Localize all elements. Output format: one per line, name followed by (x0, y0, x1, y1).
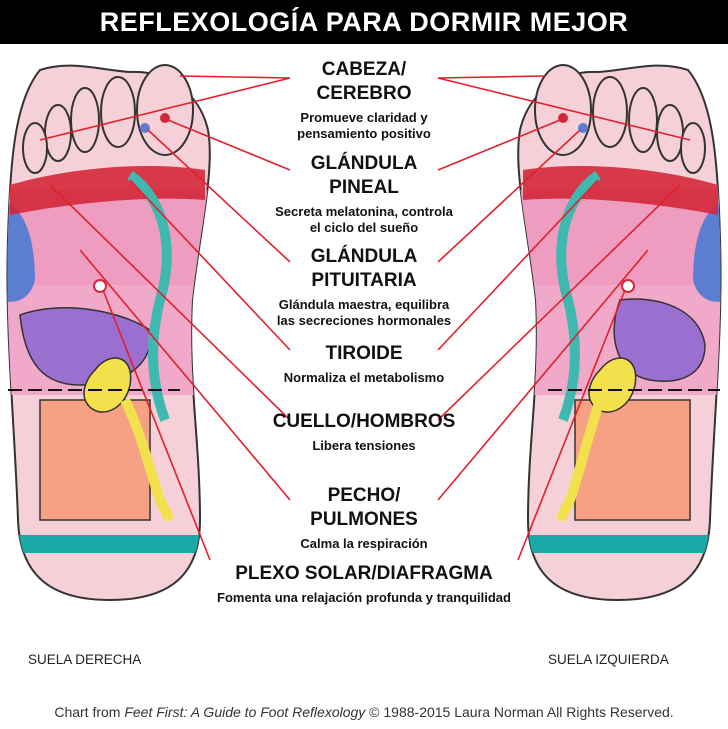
left-toe-3 (628, 87, 658, 153)
zone-name: GLÁNDULA PITUITARIA (310, 246, 418, 291)
zone-chest-lungs: PECHO/ PULMONES Calma la respiración (190, 484, 538, 552)
zone-description: Promueve claridad y pensamiento positivo (297, 110, 431, 141)
connector-line (129, 179, 291, 351)
left-toe-2 (592, 76, 628, 148)
connector-line (39, 77, 291, 141)
zone-description: Calma la respiración (300, 536, 428, 551)
right-gall-yellow (83, 357, 132, 413)
right-sole-label: SUELA DERECHA (28, 652, 142, 667)
zone-name: PECHO/ PULMONES (310, 485, 418, 530)
zone-description: Secreta melatonina, controla el ciclo de… (275, 204, 453, 235)
zone-description: Libera tensiones (312, 438, 416, 453)
left-sole (517, 64, 722, 602)
left-neck-band (523, 165, 718, 215)
right-big-toe (136, 64, 194, 156)
left-solar-plexus-dot (621, 279, 635, 293)
zone-name: CABEZA/ CEREBRO (316, 59, 412, 104)
connector-line (437, 119, 561, 171)
connector-line (179, 75, 291, 79)
right-shoulder (7, 200, 35, 302)
right-heel-band (7, 535, 210, 553)
zone-head-brain: CABEZA/ CEREBRO Promueve claridad y pens… (190, 58, 538, 142)
right-toe-2 (100, 76, 136, 148)
zone-description: Normaliza el metabolismo (283, 370, 445, 385)
connector-line (437, 179, 599, 351)
right-toe-3 (70, 87, 100, 153)
left-pineal-dot (558, 113, 568, 123)
left-shoulder (693, 200, 721, 302)
left-toe-5 (680, 122, 706, 174)
left-big-toe (534, 64, 592, 156)
right-yellow-duct (120, 397, 175, 523)
right-spine-teal (126, 170, 172, 422)
right-sole (6, 64, 211, 602)
connector-line (437, 184, 681, 421)
connector-line (437, 75, 546, 79)
connector-line (437, 129, 581, 263)
connector-line (102, 289, 211, 561)
zone-pituitary-gland: GLÁNDULA PITUITARIA Glándula maestra, eq… (190, 245, 538, 329)
connector-line (437, 249, 649, 501)
left-pituitary-dot (578, 123, 588, 133)
connector-line (167, 119, 291, 171)
zone-description: Glándula maestra, equilibra las secrecio… (276, 297, 452, 328)
right-pituitary-dot (140, 123, 150, 133)
zone-solar-plexus: PLEXO SOLAR/DIAFRAGMA Fomenta una relaja… (150, 562, 578, 606)
zone-thyroid: TIROIDE Normaliza el metabolismo (190, 342, 538, 386)
right-neck-band (10, 165, 205, 215)
page-title: REFLEXOLOGÍA PARA DORMIR MEJOR (0, 0, 728, 44)
zone-name: TIROIDE (325, 343, 403, 364)
right-pineal-dot (160, 113, 170, 123)
connector-line (517, 289, 626, 561)
connector-line (49, 184, 291, 421)
right-solar-plexus-dot (93, 279, 107, 293)
left-heel-band (518, 535, 721, 553)
connector-line (79, 249, 291, 501)
foot-reflexology-diagram (6, 64, 722, 602)
zone-name: CUELLO/HOMBROS (272, 411, 456, 432)
left-stomach (613, 298, 706, 382)
connector-lines (39, 75, 691, 561)
right-toe-5 (22, 122, 48, 174)
copyright-credit: Chart from Feet First: A Guide to Foot R… (0, 704, 728, 720)
zone-pineal-gland: GLÁNDULA PINEAL Secreta melatonina, cont… (190, 152, 538, 236)
zone-name: PLEXO SOLAR/DIAFRAGMA (235, 563, 493, 584)
credit-prefix: Chart from (54, 704, 125, 720)
credit-book-title: Feet First: A Guide to Foot Reflexology (124, 704, 366, 720)
left-spine-teal (556, 170, 602, 422)
connector-line (437, 77, 691, 141)
connector-line (147, 129, 291, 263)
zone-name: GLÁNDULA PINEAL (310, 153, 418, 198)
zone-description: Fomenta una relajación profunda y tranqu… (217, 590, 511, 605)
left-sole-label: SUELA IZQUIERDA (548, 652, 669, 667)
zone-neck-shoulders: CUELLO/HOMBROS Libera tensiones (190, 410, 538, 454)
credit-suffix: © 1988-2015 Laura Norman All Rights Rese… (365, 704, 674, 720)
left-yellow-duct (555, 398, 605, 523)
